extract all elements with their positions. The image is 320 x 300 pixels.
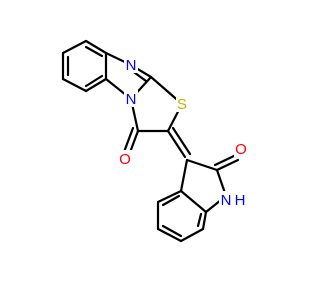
bond: [201, 210, 208, 231]
bond: [61, 39, 88, 55]
bond-inner: [196, 212, 203, 228]
bond: [166, 129, 187, 159]
bond: [84, 77, 108, 93]
atom-nh-h: H: [235, 192, 246, 209]
bond: [61, 77, 88, 93]
atom-label-n-imine: N: [124, 56, 138, 74]
molecule-structure: N N S O O N H: [61, 39, 249, 243]
bond: [171, 126, 192, 156]
atom-nh-n: N: [221, 192, 232, 209]
atom-label-o-lactam: O: [234, 140, 249, 158]
bond: [122, 126, 135, 154]
bond: [84, 39, 108, 55]
exocyclic-double-bond: [166, 126, 192, 159]
atom-n-fused: N: [126, 91, 137, 108]
bond: [215, 158, 240, 172]
bond: [213, 153, 238, 167]
atom-n-imine: N: [126, 57, 137, 74]
bond-inner: [161, 194, 181, 207]
atom-o-ketone: O: [119, 151, 131, 168]
atom-o-lactam: O: [235, 141, 247, 158]
atom-s: S: [177, 96, 187, 113]
bond-inner: [84, 74, 104, 88]
bond: [179, 158, 189, 193]
bond-inner: [84, 45, 104, 58]
bond: [185, 158, 219, 172]
oxindole-benzene-ring: [156, 189, 208, 243]
atom-label-n-fused: N: [124, 90, 138, 108]
atom-label-sulfur: S: [176, 95, 189, 113]
bond: [179, 227, 205, 243]
bond: [156, 227, 183, 243]
bond: [179, 189, 208, 214]
bond-inner: [161, 224, 183, 238]
bond: [156, 189, 183, 204]
atom-label-o-ketone: O: [118, 150, 133, 168]
atom-label-nh: N H: [219, 191, 247, 209]
thiazolidinone-ring: [129, 75, 184, 133]
lactam-carbonyl: [213, 153, 240, 172]
benzimidazole-benzene-ring: [61, 39, 108, 93]
